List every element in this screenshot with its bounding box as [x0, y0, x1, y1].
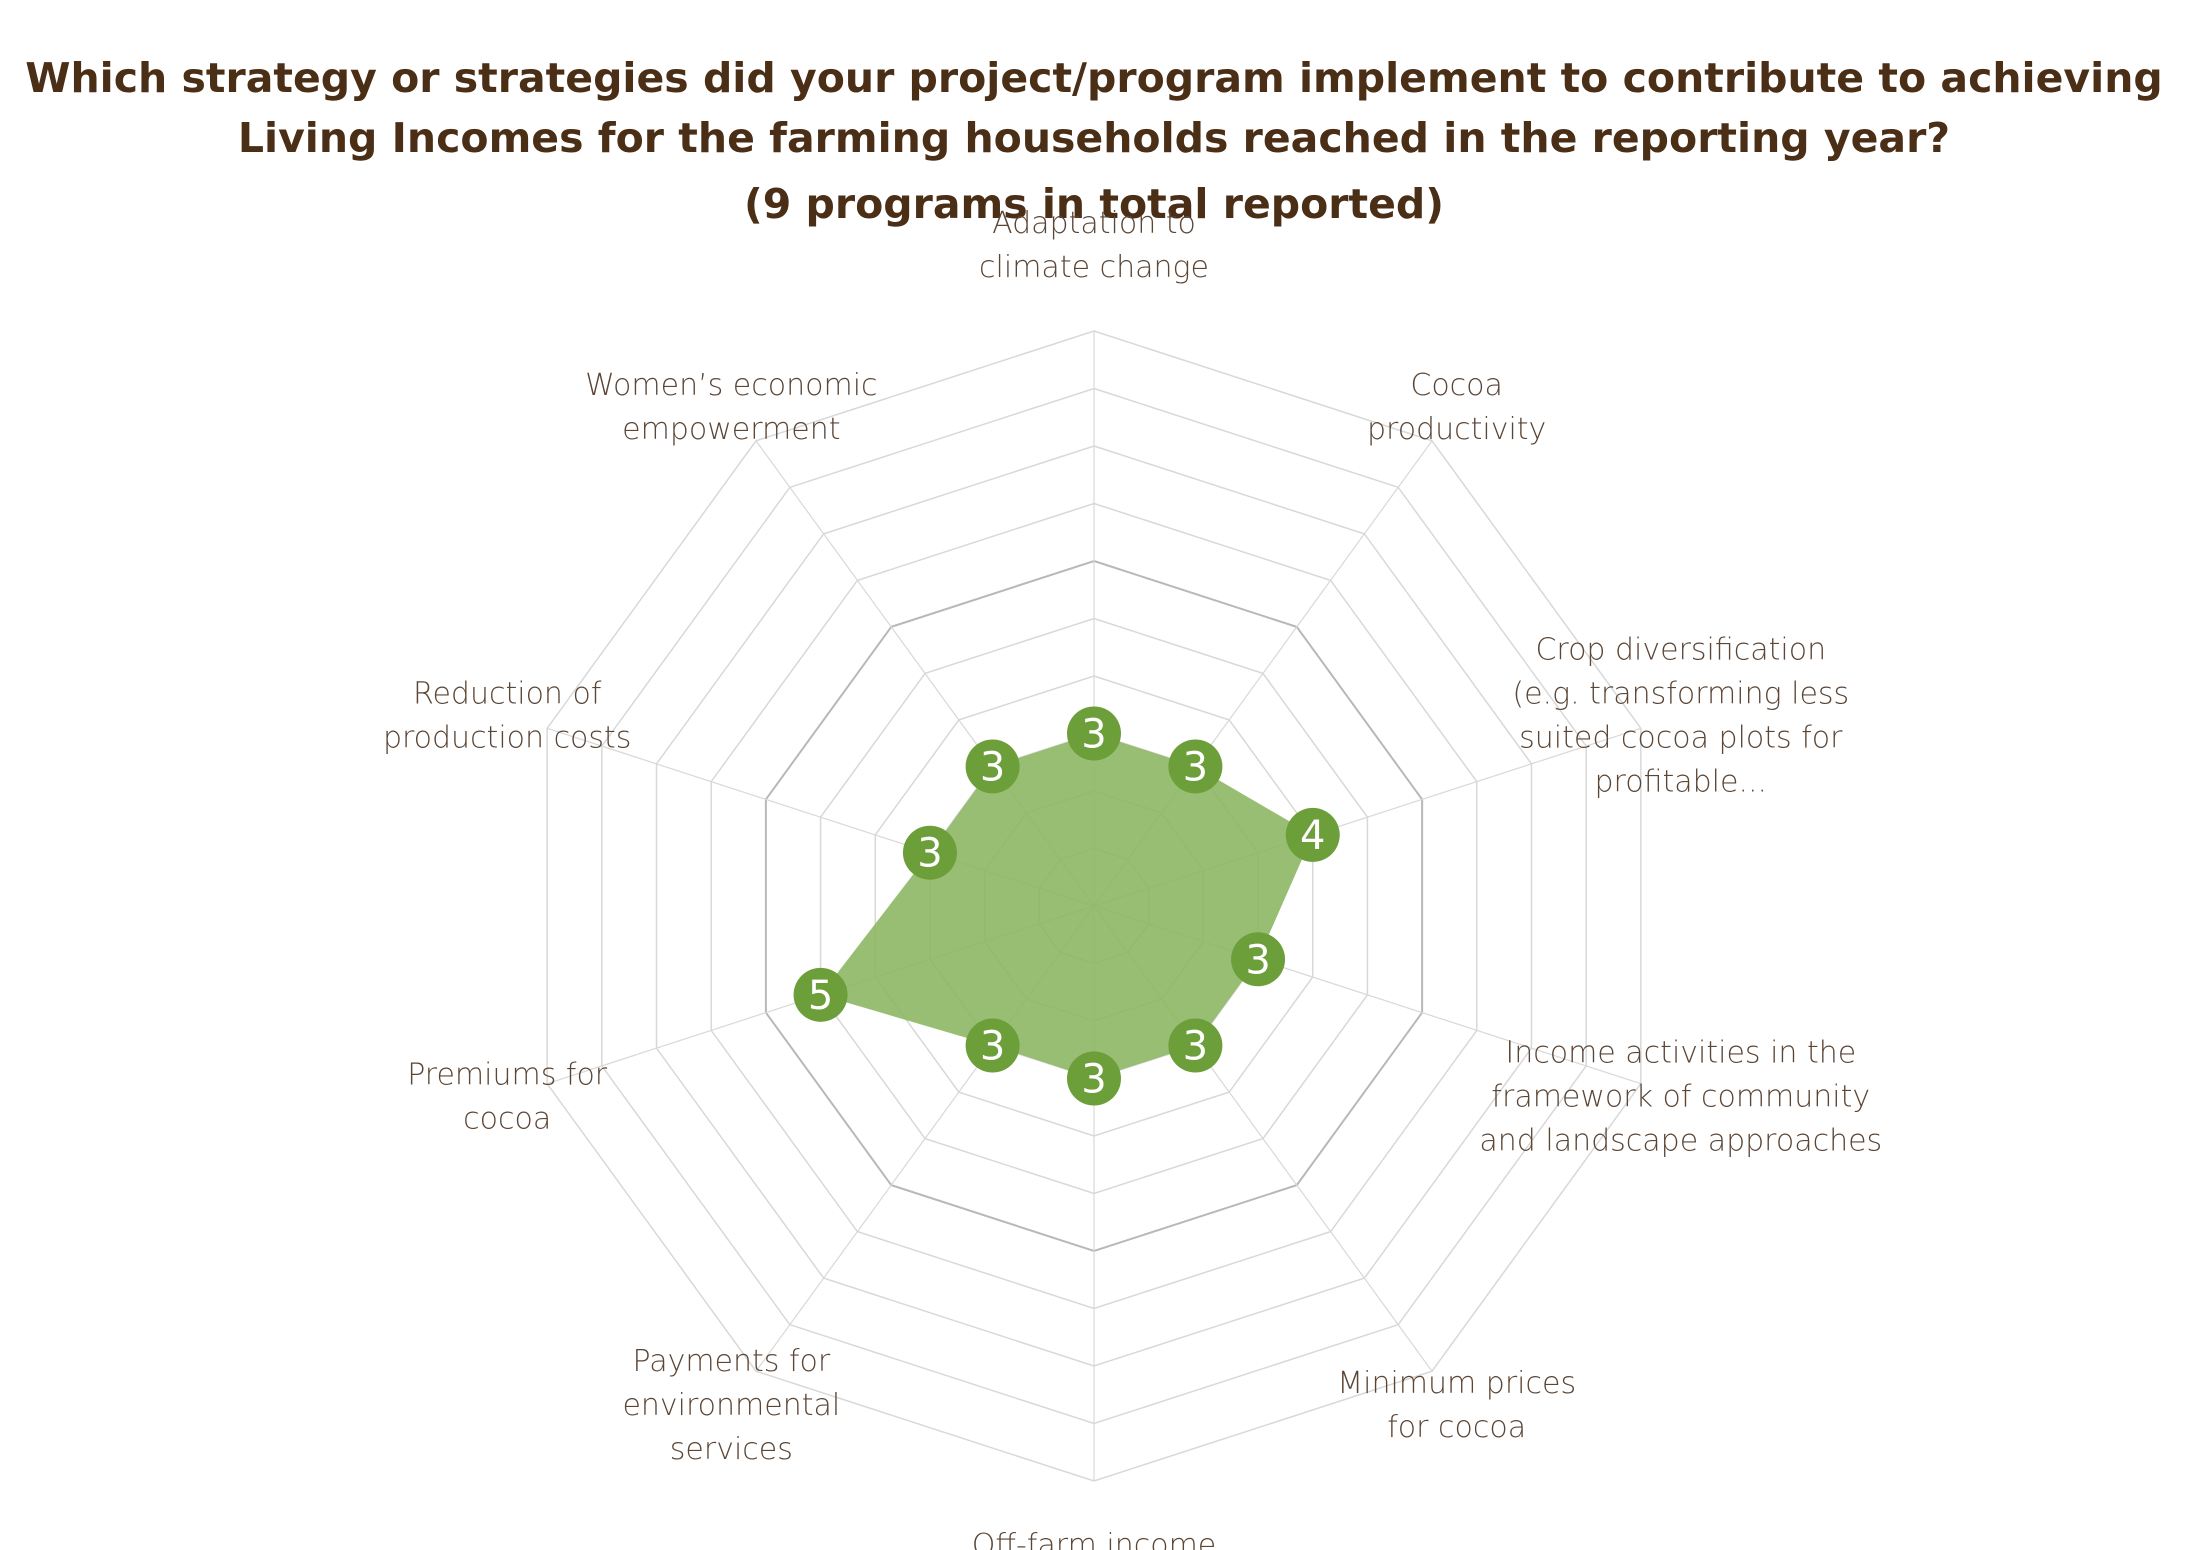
axis-label-4-line-2: framework of community — [1491, 1080, 1870, 1115]
data-point-7 — [965, 1018, 1020, 1073]
data-label-2: 3 — [1183, 744, 1208, 790]
axis-label-1-line-1: Adaptation to — [992, 206, 1196, 241]
data-area — [820, 733, 1313, 1079]
axis-label-3-line-4: profitable... — [1595, 764, 1768, 799]
axis-label-3: Crop diversification (e.g. transforming l… — [1512, 632, 1849, 799]
data-label-9: 3 — [917, 831, 942, 877]
axis-label-9: Reduction of production costs — [383, 676, 632, 755]
axis-label-5-line-2: for cocoa — [1387, 1410, 1526, 1445]
axis-label-2: Cocoa productivity — [1367, 368, 1546, 447]
data-label-4: 3 — [1245, 937, 1270, 983]
axis-label-1-line-2: climate change — [979, 250, 1209, 285]
axis-label-8-line-2: cocoa — [463, 1102, 551, 1137]
axis-label-3-line-1: Crop diversification — [1535, 632, 1826, 667]
data-point-10 — [965, 739, 1020, 794]
axis-label-7-line-3: services — [670, 1432, 793, 1467]
axis-label-10: Women’s economic empowerment — [585, 368, 877, 447]
chart-subtitle: (9 programs in total reported) — [743, 180, 1445, 228]
data-label-3: 4 — [1300, 813, 1325, 859]
data-point-6 — [1067, 1051, 1121, 1106]
data-label-8: 5 — [808, 973, 833, 1019]
chart-title-line-1: Which strategy or strategies did your pr… — [25, 54, 2163, 102]
data-point-1 — [1067, 706, 1121, 761]
axis-label-4-line-1: Income activities in the — [1505, 1036, 1856, 1071]
axis-label-9-line-2: production costs — [383, 720, 632, 755]
axis-label-10-line-1: Women’s economic — [585, 368, 877, 403]
data-label-7: 3 — [980, 1024, 1005, 1070]
data-point-3 — [1285, 807, 1340, 862]
axis-label-9-line-1: Reduction of — [413, 676, 602, 711]
axis-label-8: Premiums for cocoa — [407, 1058, 608, 1137]
axis-label-8-line-1: Premiums for — [407, 1058, 608, 1093]
axis-label-6-line-1: Off-farm income — [972, 1528, 1217, 1550]
axis-label-4: Income activities in the framework of com… — [1479, 1036, 1882, 1159]
data-point-8 — [793, 967, 848, 1022]
data-point-5 — [1168, 1018, 1223, 1073]
axis-label-6: Off-farm incomediversification — [972, 1528, 1217, 1550]
axis-label-10-line-2: empowerment — [622, 412, 840, 447]
axis-label-2-line-2: productivity — [1367, 412, 1546, 447]
axis-label-5: Minimum prices for cocoa — [1337, 1366, 1576, 1445]
data-point-2 — [1168, 739, 1223, 794]
axis-label-7-line-2: environmental — [622, 1388, 840, 1423]
axis-label-5-line-1: Minimum prices — [1337, 1366, 1576, 1401]
data-label-1: 3 — [1081, 712, 1106, 758]
axis-label-7: Payments for environmental services — [622, 1344, 840, 1467]
axis-label-4-line-3: and landscape approaches — [1479, 1124, 1882, 1159]
axis-label-3-line-2: (e.g. transforming less — [1512, 676, 1849, 711]
axis-label-2-line-1: Cocoa — [1410, 368, 1503, 403]
radar-area — [820, 733, 1313, 1079]
axis-label-1: Adaptation to climate change — [979, 206, 1209, 285]
axis-label-7-line-1: Payments for — [632, 1344, 830, 1379]
data-label-10: 3 — [980, 744, 1005, 790]
data-point-4 — [1231, 932, 1286, 987]
chart-title-line-2: Living Incomes for the farming household… — [237, 114, 1951, 162]
chart-title-block: Which strategy or strategies did your pr… — [0, 48, 2188, 234]
data-label-5: 3 — [1183, 1024, 1208, 1070]
axis-label-3-line-3: suited cocoa plots for — [1519, 720, 1843, 755]
data-label-6: 3 — [1081, 1057, 1106, 1103]
data-point-9 — [902, 825, 957, 880]
